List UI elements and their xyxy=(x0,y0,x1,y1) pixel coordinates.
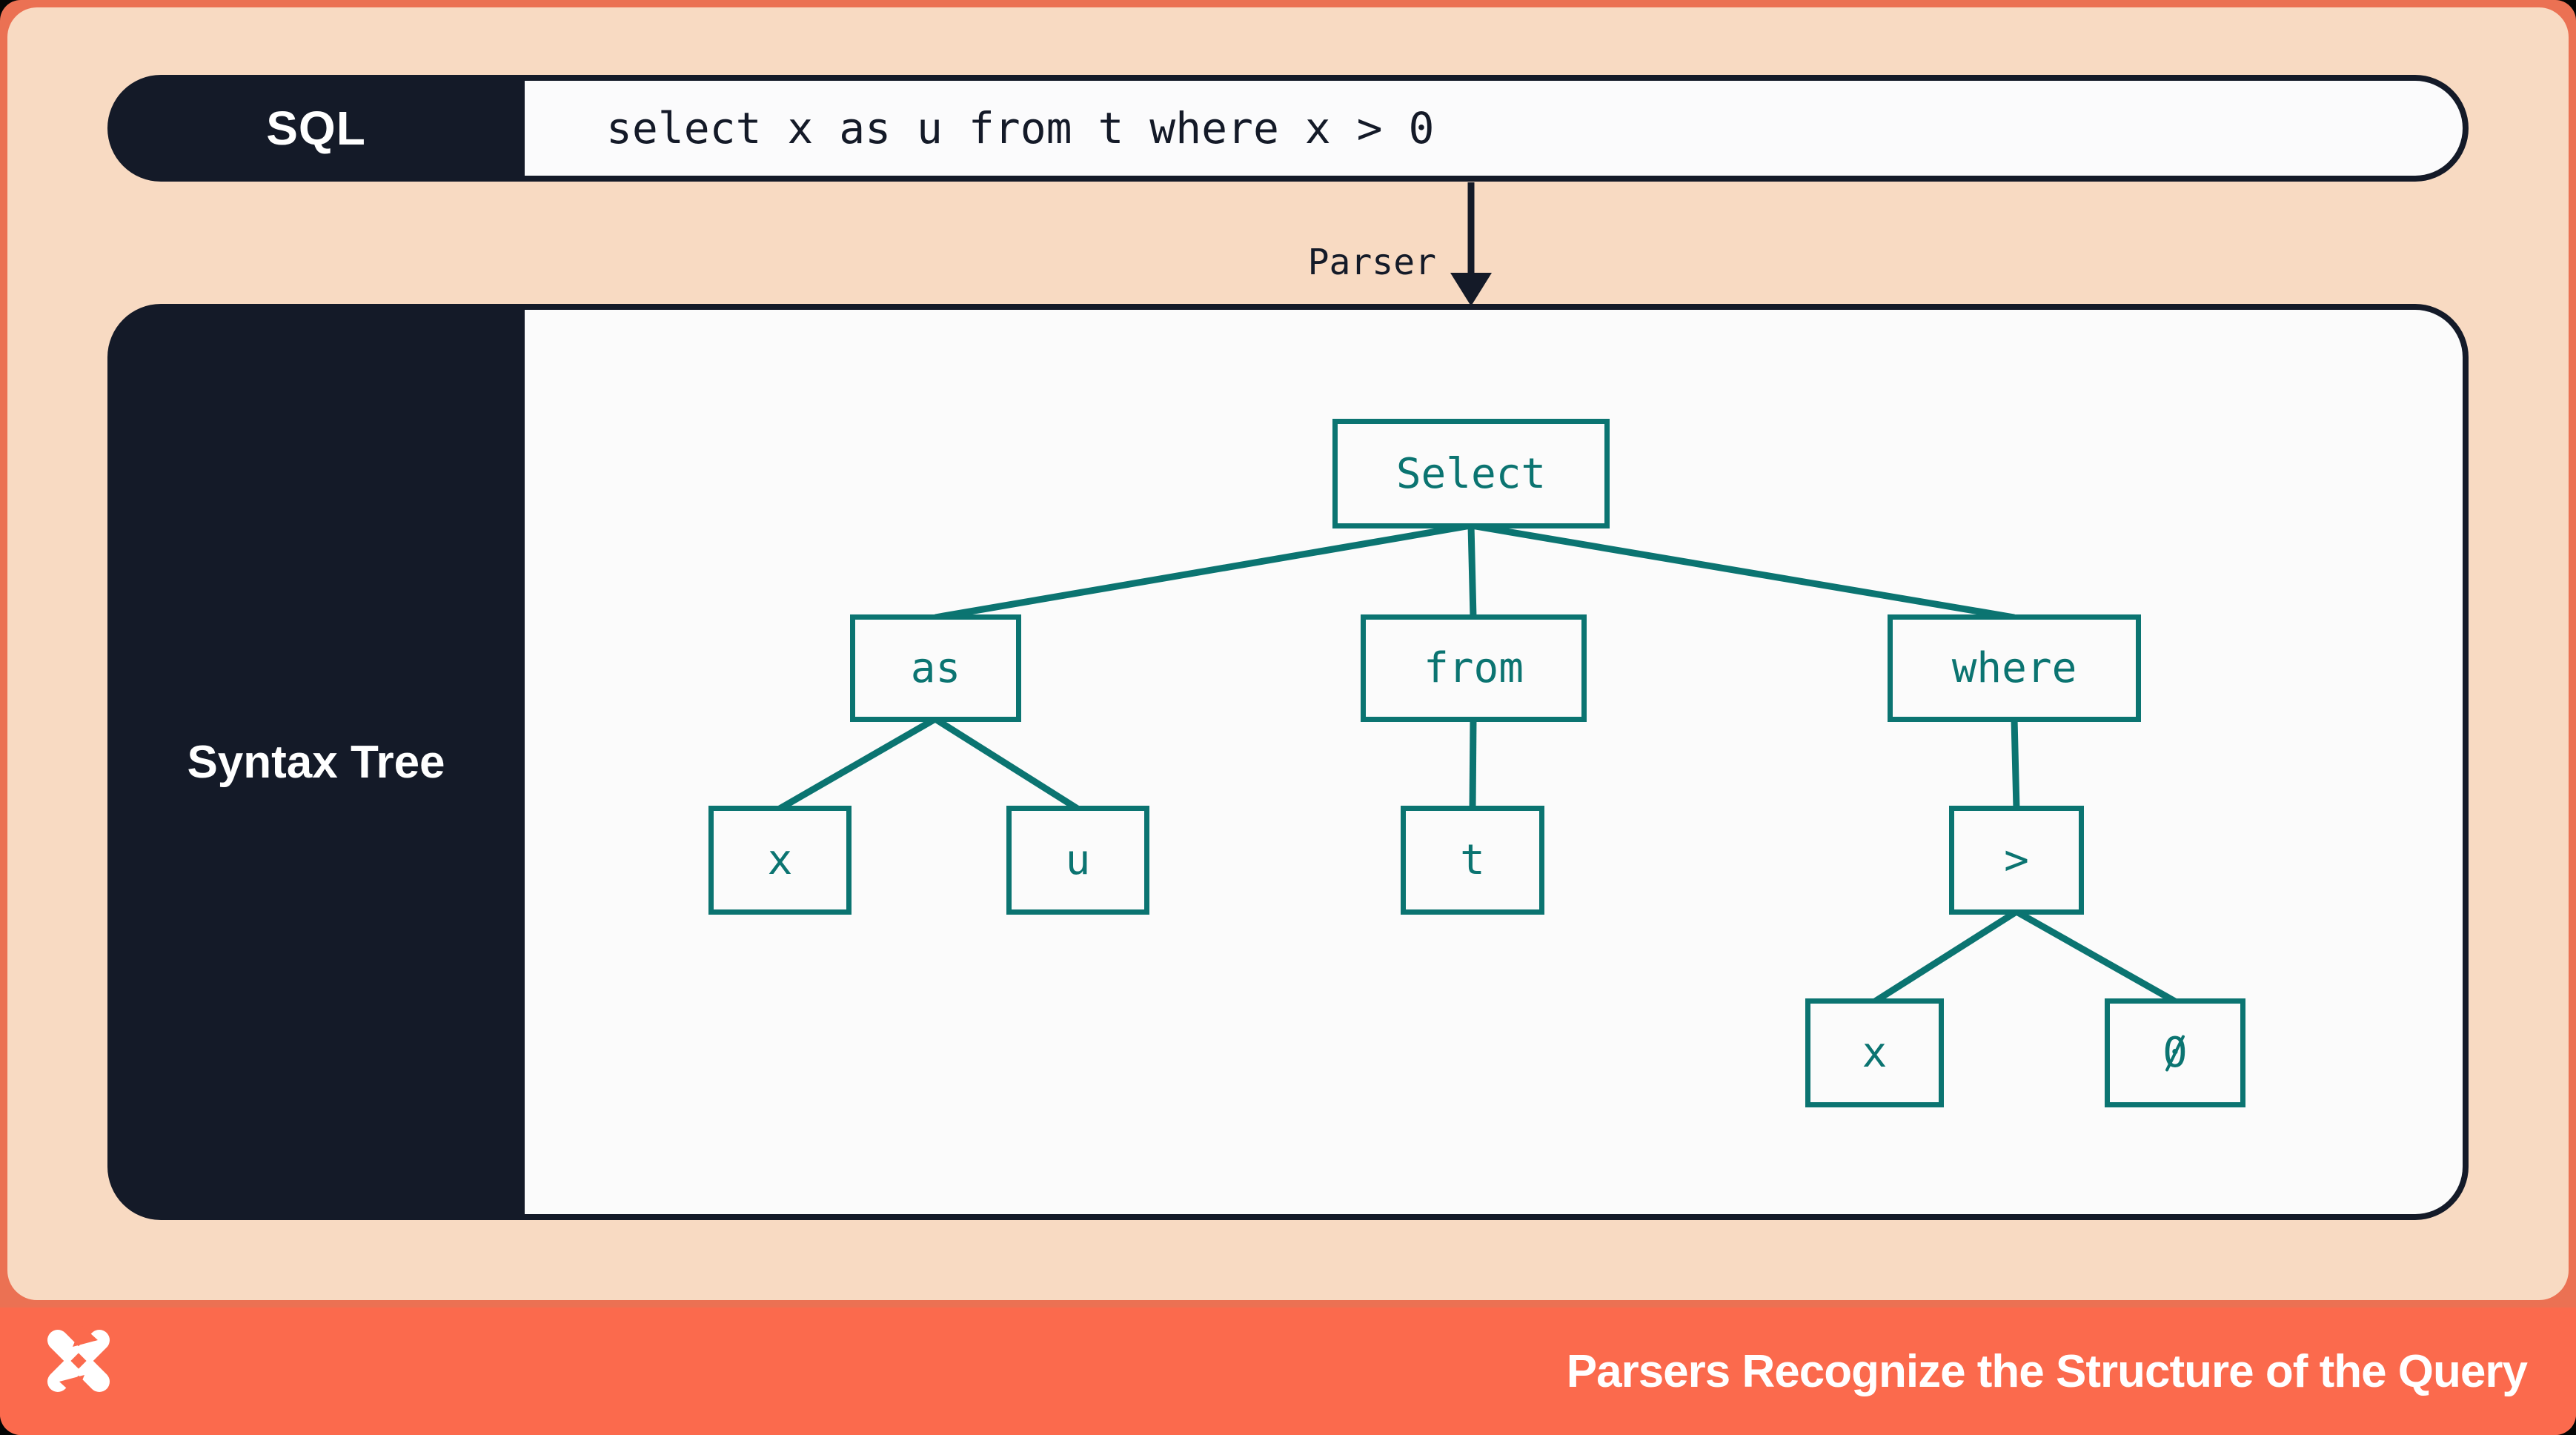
sql-query-text: select x as u from t where x > 0 xyxy=(606,103,1435,153)
tree-node-x-alias: x xyxy=(708,806,852,915)
sql-bar-label: SQL xyxy=(266,102,366,155)
footer-caption: Parsers Recognize the Structure of the Q… xyxy=(1566,1345,2528,1397)
tree-node-gt: > xyxy=(1949,806,2084,915)
tree-node-from: from xyxy=(1361,614,1587,722)
tree-node-t: t xyxy=(1401,806,1544,915)
tree-node-x-predicate: x xyxy=(1805,998,1944,1107)
syntax-tree-label: Syntax Tree xyxy=(187,736,445,788)
tree-node-zero: 0 xyxy=(2105,998,2245,1107)
tree-node-u: u xyxy=(1006,806,1149,915)
tree-node-as: as xyxy=(850,614,1021,722)
tree-node-where: where xyxy=(1888,614,2141,722)
tree-node-select: Select xyxy=(1332,419,1610,528)
x-star-logo-icon xyxy=(47,1325,110,1396)
footer-bar: Parsers Recognize the Structure of the Q… xyxy=(0,1308,2576,1435)
sql-bar: SQL select x as u from t where x > 0 xyxy=(107,75,2469,182)
parser-label: Parser xyxy=(1307,242,1436,283)
sql-query-field: select x as u from t where x > 0 xyxy=(525,81,2463,176)
